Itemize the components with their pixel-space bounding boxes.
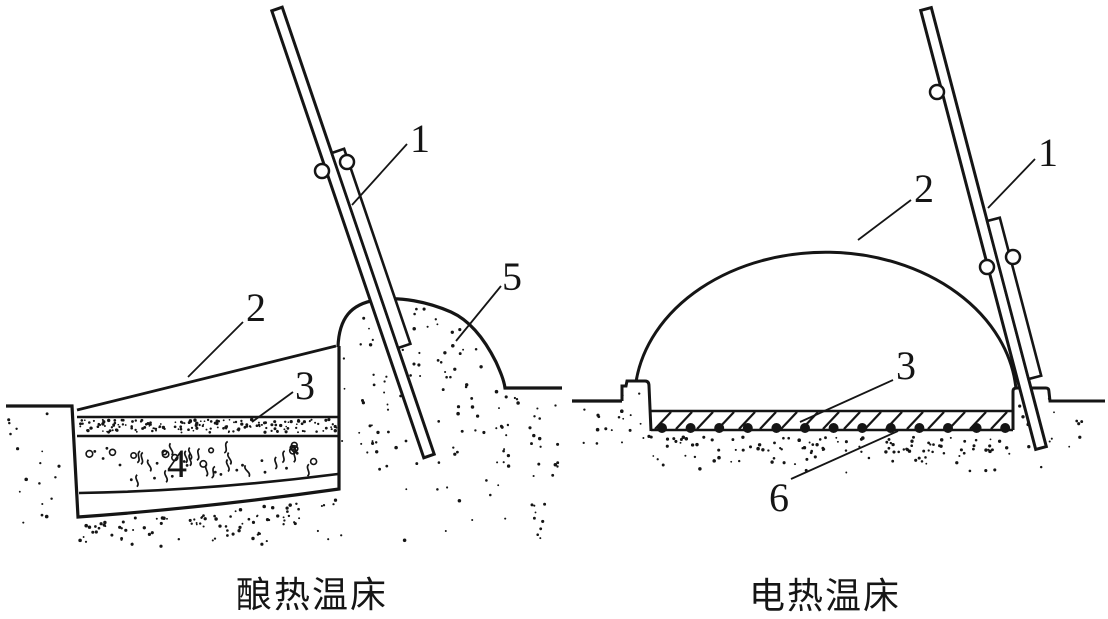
label-3: 3 xyxy=(896,343,916,388)
hinge-ring-icon xyxy=(978,258,996,276)
soil-stipple-left-of-pit xyxy=(7,412,61,524)
hinge-ring-icon xyxy=(338,153,356,171)
leader-line-6 xyxy=(790,430,899,480)
fermentation-material-bottom-curve xyxy=(78,472,339,495)
left-curb-outline xyxy=(620,379,653,432)
window-sash-rod xyxy=(330,147,413,350)
electric-hotbed-figure: 1 2 3 6 电热温床 xyxy=(572,5,1105,616)
hinge-ring-icon xyxy=(313,162,331,180)
caption-electric-hotbed: 电热温床 xyxy=(749,576,901,616)
label-6: 6 xyxy=(769,475,789,520)
caption-fermentation-hotbed: 酿热温床 xyxy=(236,575,388,615)
soil-stipple-right-figure xyxy=(582,392,1084,474)
heating-wire-dots xyxy=(657,423,1011,433)
right-curb-and-ground-line xyxy=(1011,386,1105,430)
leader-line-3 xyxy=(251,391,294,423)
label-1: 1 xyxy=(1038,130,1058,175)
dome-cover-arc xyxy=(634,250,1018,390)
leader-line-2 xyxy=(857,199,912,241)
cover-glass-line xyxy=(76,344,337,412)
window-sash-rod xyxy=(985,216,1043,381)
soil-stipple-below-pit xyxy=(78,498,338,548)
leader-line-1 xyxy=(987,158,1036,209)
label-2: 2 xyxy=(914,166,934,211)
leader-line-5 xyxy=(455,285,502,342)
label-2: 2 xyxy=(246,285,266,330)
pit-outline xyxy=(6,346,341,519)
leader-line-3 xyxy=(799,379,894,423)
fermentation-hotbed-figure: 1 2 3 4 5 酿热温床 xyxy=(6,5,562,615)
label-5: 5 xyxy=(502,254,522,299)
bed-soil-layer-stipple xyxy=(79,417,338,434)
hinge-ring-icon xyxy=(928,83,946,101)
label-4: 4 xyxy=(167,441,187,486)
earth-mound-outline xyxy=(336,297,562,390)
leader-line-1 xyxy=(351,143,408,206)
leader-line-2 xyxy=(187,321,244,378)
window-frame-rod xyxy=(269,5,437,460)
fermentation-material-texture xyxy=(85,440,318,488)
window-frame-rod xyxy=(918,5,1049,452)
earth-mound-stipple xyxy=(340,307,560,543)
label-1: 1 xyxy=(410,116,430,161)
hinge-ring-icon xyxy=(1004,248,1022,266)
label-3: 3 xyxy=(295,363,315,408)
